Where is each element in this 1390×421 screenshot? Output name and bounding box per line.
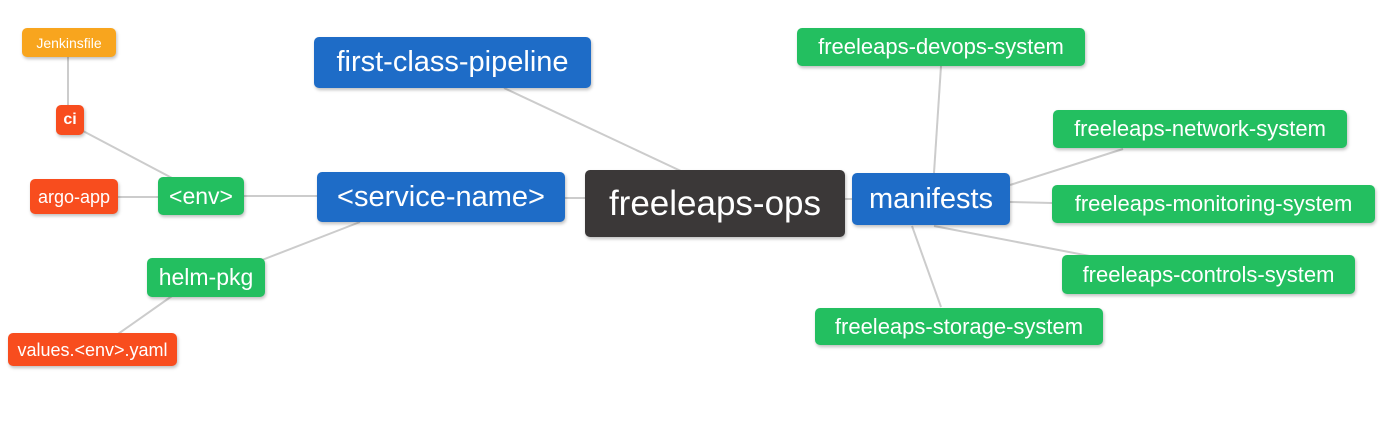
edge-first-class-pipeline-to-freeleaps-ops bbox=[503, 87, 684, 173]
edge-service-name-to-helm-pkg bbox=[261, 221, 361, 261]
node-service-name[interactable]: <service-name> bbox=[317, 172, 565, 222]
node-devops-system[interactable]: freeleaps-devops-system bbox=[797, 28, 1085, 66]
node-argo-app[interactable]: argo-app bbox=[30, 179, 118, 214]
edge-manifests-to-controls-system bbox=[933, 225, 1101, 259]
node-network-system[interactable]: freeleaps-network-system bbox=[1053, 110, 1347, 148]
node-values-env-yaml[interactable]: values.<env>.yaml bbox=[8, 333, 177, 366]
edge-helm-pkg-to-values-env-yaml bbox=[117, 295, 173, 335]
node-freeleaps-ops[interactable]: freeleaps-ops bbox=[585, 170, 845, 237]
edge-manifests-to-monitoring-system bbox=[1009, 201, 1053, 204]
node-controls-system[interactable]: freeleaps-controls-system bbox=[1062, 255, 1355, 294]
node-ci[interactable]: ci bbox=[56, 105, 84, 135]
edge-manifests-to-network-system bbox=[1009, 148, 1124, 186]
node-storage-system[interactable]: freeleaps-storage-system bbox=[815, 308, 1103, 345]
node-monitoring-system[interactable]: freeleaps-monitoring-system bbox=[1052, 185, 1375, 223]
node-helm-pkg[interactable]: helm-pkg bbox=[147, 258, 265, 297]
edge-ci-to-env bbox=[82, 130, 173, 179]
edge-manifests-to-storage-system bbox=[911, 225, 942, 308]
edge-manifests-to-devops-system bbox=[933, 65, 942, 174]
node-first-class-pipeline[interactable]: first-class-pipeline bbox=[314, 37, 591, 88]
node-env[interactable]: <env> bbox=[158, 177, 244, 215]
node-manifests[interactable]: manifests bbox=[852, 173, 1010, 225]
node-jenkinsfile[interactable]: Jenkinsfile bbox=[22, 28, 116, 57]
